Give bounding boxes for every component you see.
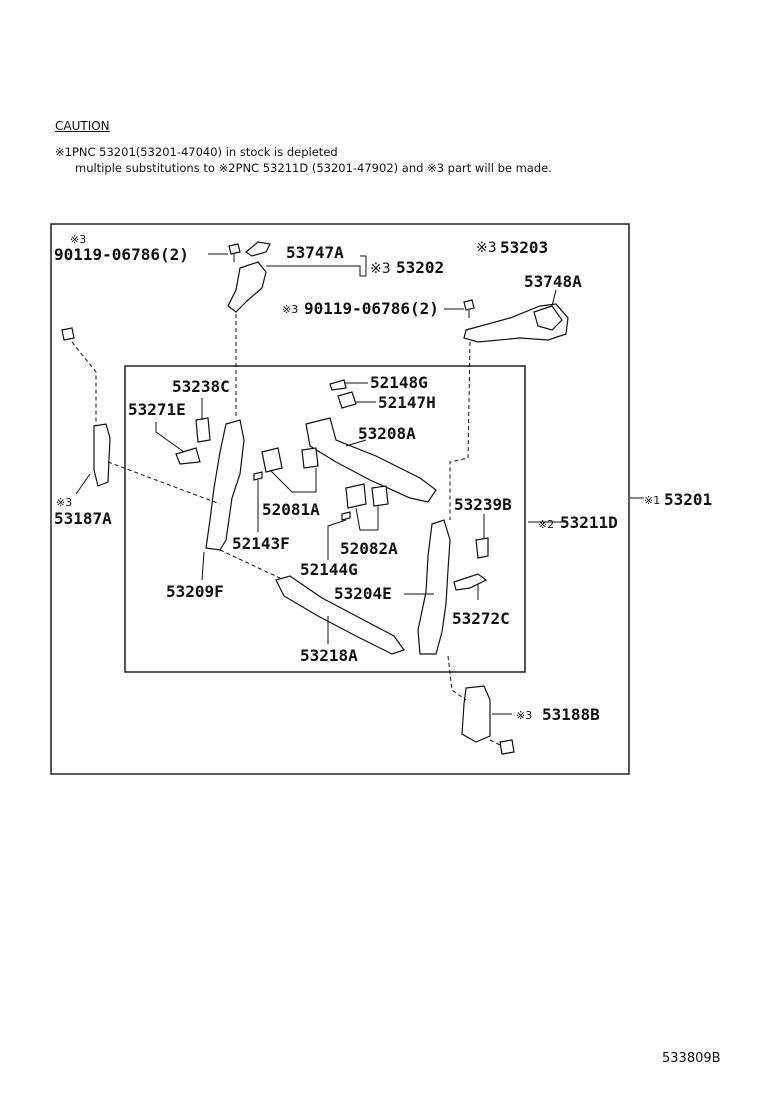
label-90119-06786-right: 90119-06786(2)	[304, 299, 439, 318]
caution-note-line-2: multiple substitutions to ※2PNC 53211D (…	[75, 161, 552, 175]
label-53203: 53203	[500, 238, 548, 257]
part-52144g	[341, 511, 351, 521]
label-53218a: 53218A	[300, 646, 358, 665]
bolt-53188b	[499, 739, 515, 755]
marker-3-90119-right: ※3	[282, 303, 298, 316]
marker-3-53188b: ※3	[516, 709, 532, 722]
part-53238c	[195, 417, 211, 443]
part-53208a	[305, 417, 437, 503]
label-53272c: 53272C	[452, 609, 510, 628]
bolt-90119-right	[463, 299, 475, 318]
label-53202: 53202	[396, 258, 444, 277]
part-53218a	[275, 575, 405, 655]
label-52147h: 52147H	[378, 393, 436, 412]
label-90119-06786-top: 90119-06786(2)	[54, 245, 189, 264]
label-53209f: 53209F	[166, 582, 224, 601]
bolt-90119-top	[228, 243, 241, 262]
marker-3-top-left: ※3	[70, 233, 86, 246]
marker-3-53203: ※3	[476, 240, 497, 256]
part-52147h	[337, 391, 357, 409]
part-52148g	[329, 379, 347, 391]
part-53204e	[417, 519, 451, 655]
marker-3-53187a: ※3	[56, 496, 72, 509]
label-53238c: 53238C	[172, 377, 230, 396]
caution-note-line-1: ※1PNC 53201(53201-47040) in stock is dep…	[55, 145, 338, 159]
part-53187a	[93, 423, 111, 487]
bolt-left	[61, 327, 75, 341]
outer-assembly-frame	[50, 223, 630, 775]
label-52082a: 52082A	[340, 539, 398, 558]
part-53272c	[453, 573, 488, 591]
part-53748a	[533, 305, 563, 331]
part-52082a-right	[371, 485, 389, 507]
label-53747a: 53747A	[286, 243, 344, 262]
part-53239b	[475, 537, 489, 559]
part-53202	[227, 261, 267, 313]
part-52081a-right	[301, 447, 319, 469]
caution-title: CAUTION	[55, 119, 110, 133]
label-53239b: 53239B	[454, 495, 512, 514]
part-52082a-left	[345, 483, 367, 509]
label-53748a: 53748A	[524, 272, 582, 291]
label-53208a: 53208A	[358, 424, 416, 443]
label-53201: 53201	[664, 490, 712, 509]
part-53747a	[244, 241, 271, 257]
label-53188b: 53188B	[542, 705, 600, 724]
part-52143f	[253, 471, 263, 481]
marker-3-53202: ※3	[370, 261, 391, 277]
label-52143f: 52143F	[232, 534, 290, 553]
label-53271e: 53271E	[128, 400, 186, 419]
part-53188b	[461, 685, 491, 743]
label-53187a: 53187A	[54, 509, 112, 528]
marker-2-53211d: ※2	[538, 518, 554, 531]
label-53204e: 53204E	[334, 584, 392, 603]
part-53209f	[205, 419, 245, 551]
label-52148g: 52148G	[370, 373, 428, 392]
drawing-number: 533809B	[662, 1051, 721, 1066]
label-52081a: 52081A	[262, 500, 320, 519]
marker-1-53201: ※1	[644, 494, 660, 507]
label-52144g: 52144G	[300, 560, 358, 579]
part-53271e	[175, 447, 201, 465]
part-52081a-left	[261, 447, 283, 473]
inner-assembly-frame	[124, 365, 526, 673]
label-53211d: 53211D	[560, 513, 618, 532]
